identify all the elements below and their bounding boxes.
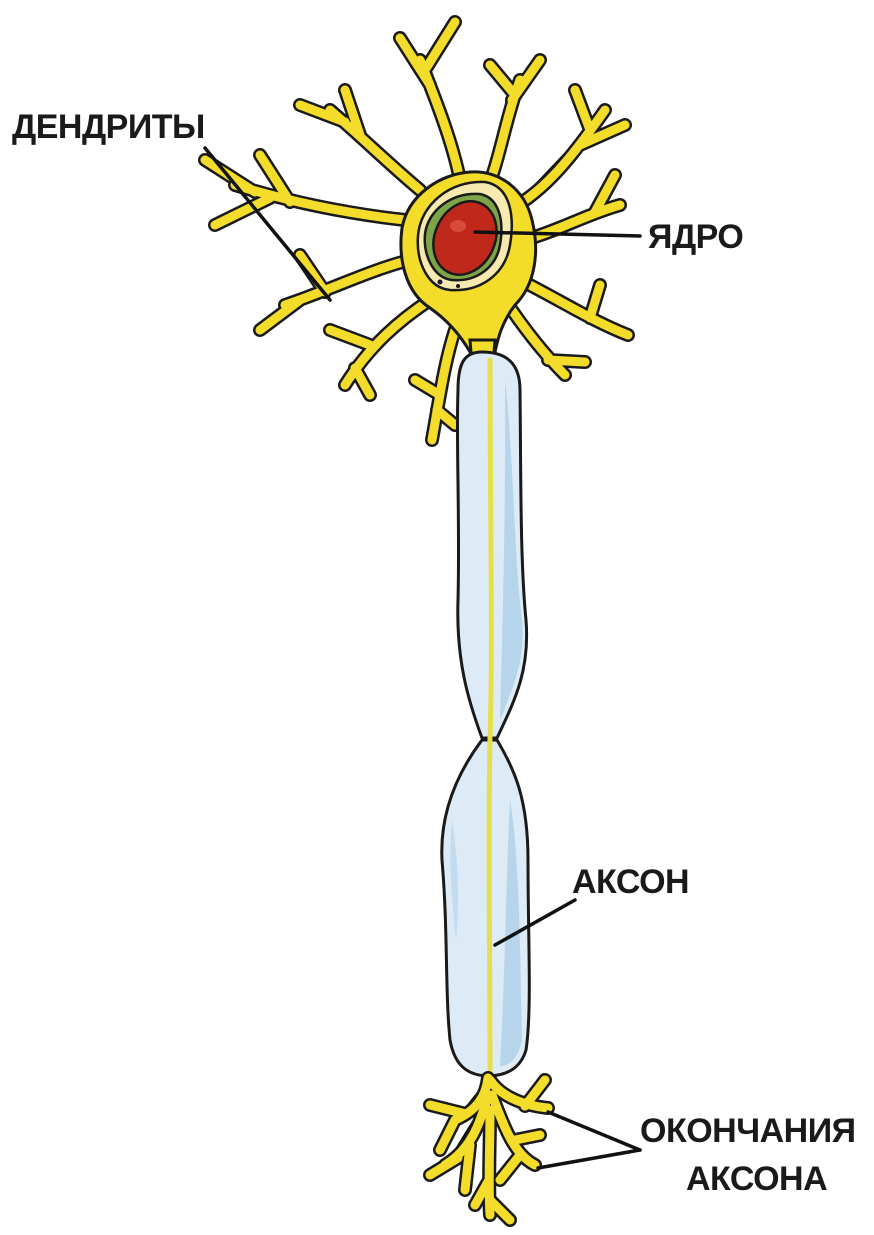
label-axon-terminals-line2: АКСОНА	[686, 1160, 827, 1198]
axon-core	[489, 360, 491, 1075]
label-dendrites: ДЕНДРИТЫ	[12, 108, 205, 146]
terminals-leader-2	[538, 1150, 640, 1168]
label-axon: АКСОН	[572, 863, 689, 901]
label-nucleus: ЯДРО	[648, 218, 743, 256]
label-axon-terminals-line1: ОКОНЧАНИЯ	[640, 1112, 856, 1150]
axon	[442, 340, 530, 1076]
axon-terminals	[430, 1078, 548, 1220]
terminals-leader-1	[548, 1112, 640, 1150]
